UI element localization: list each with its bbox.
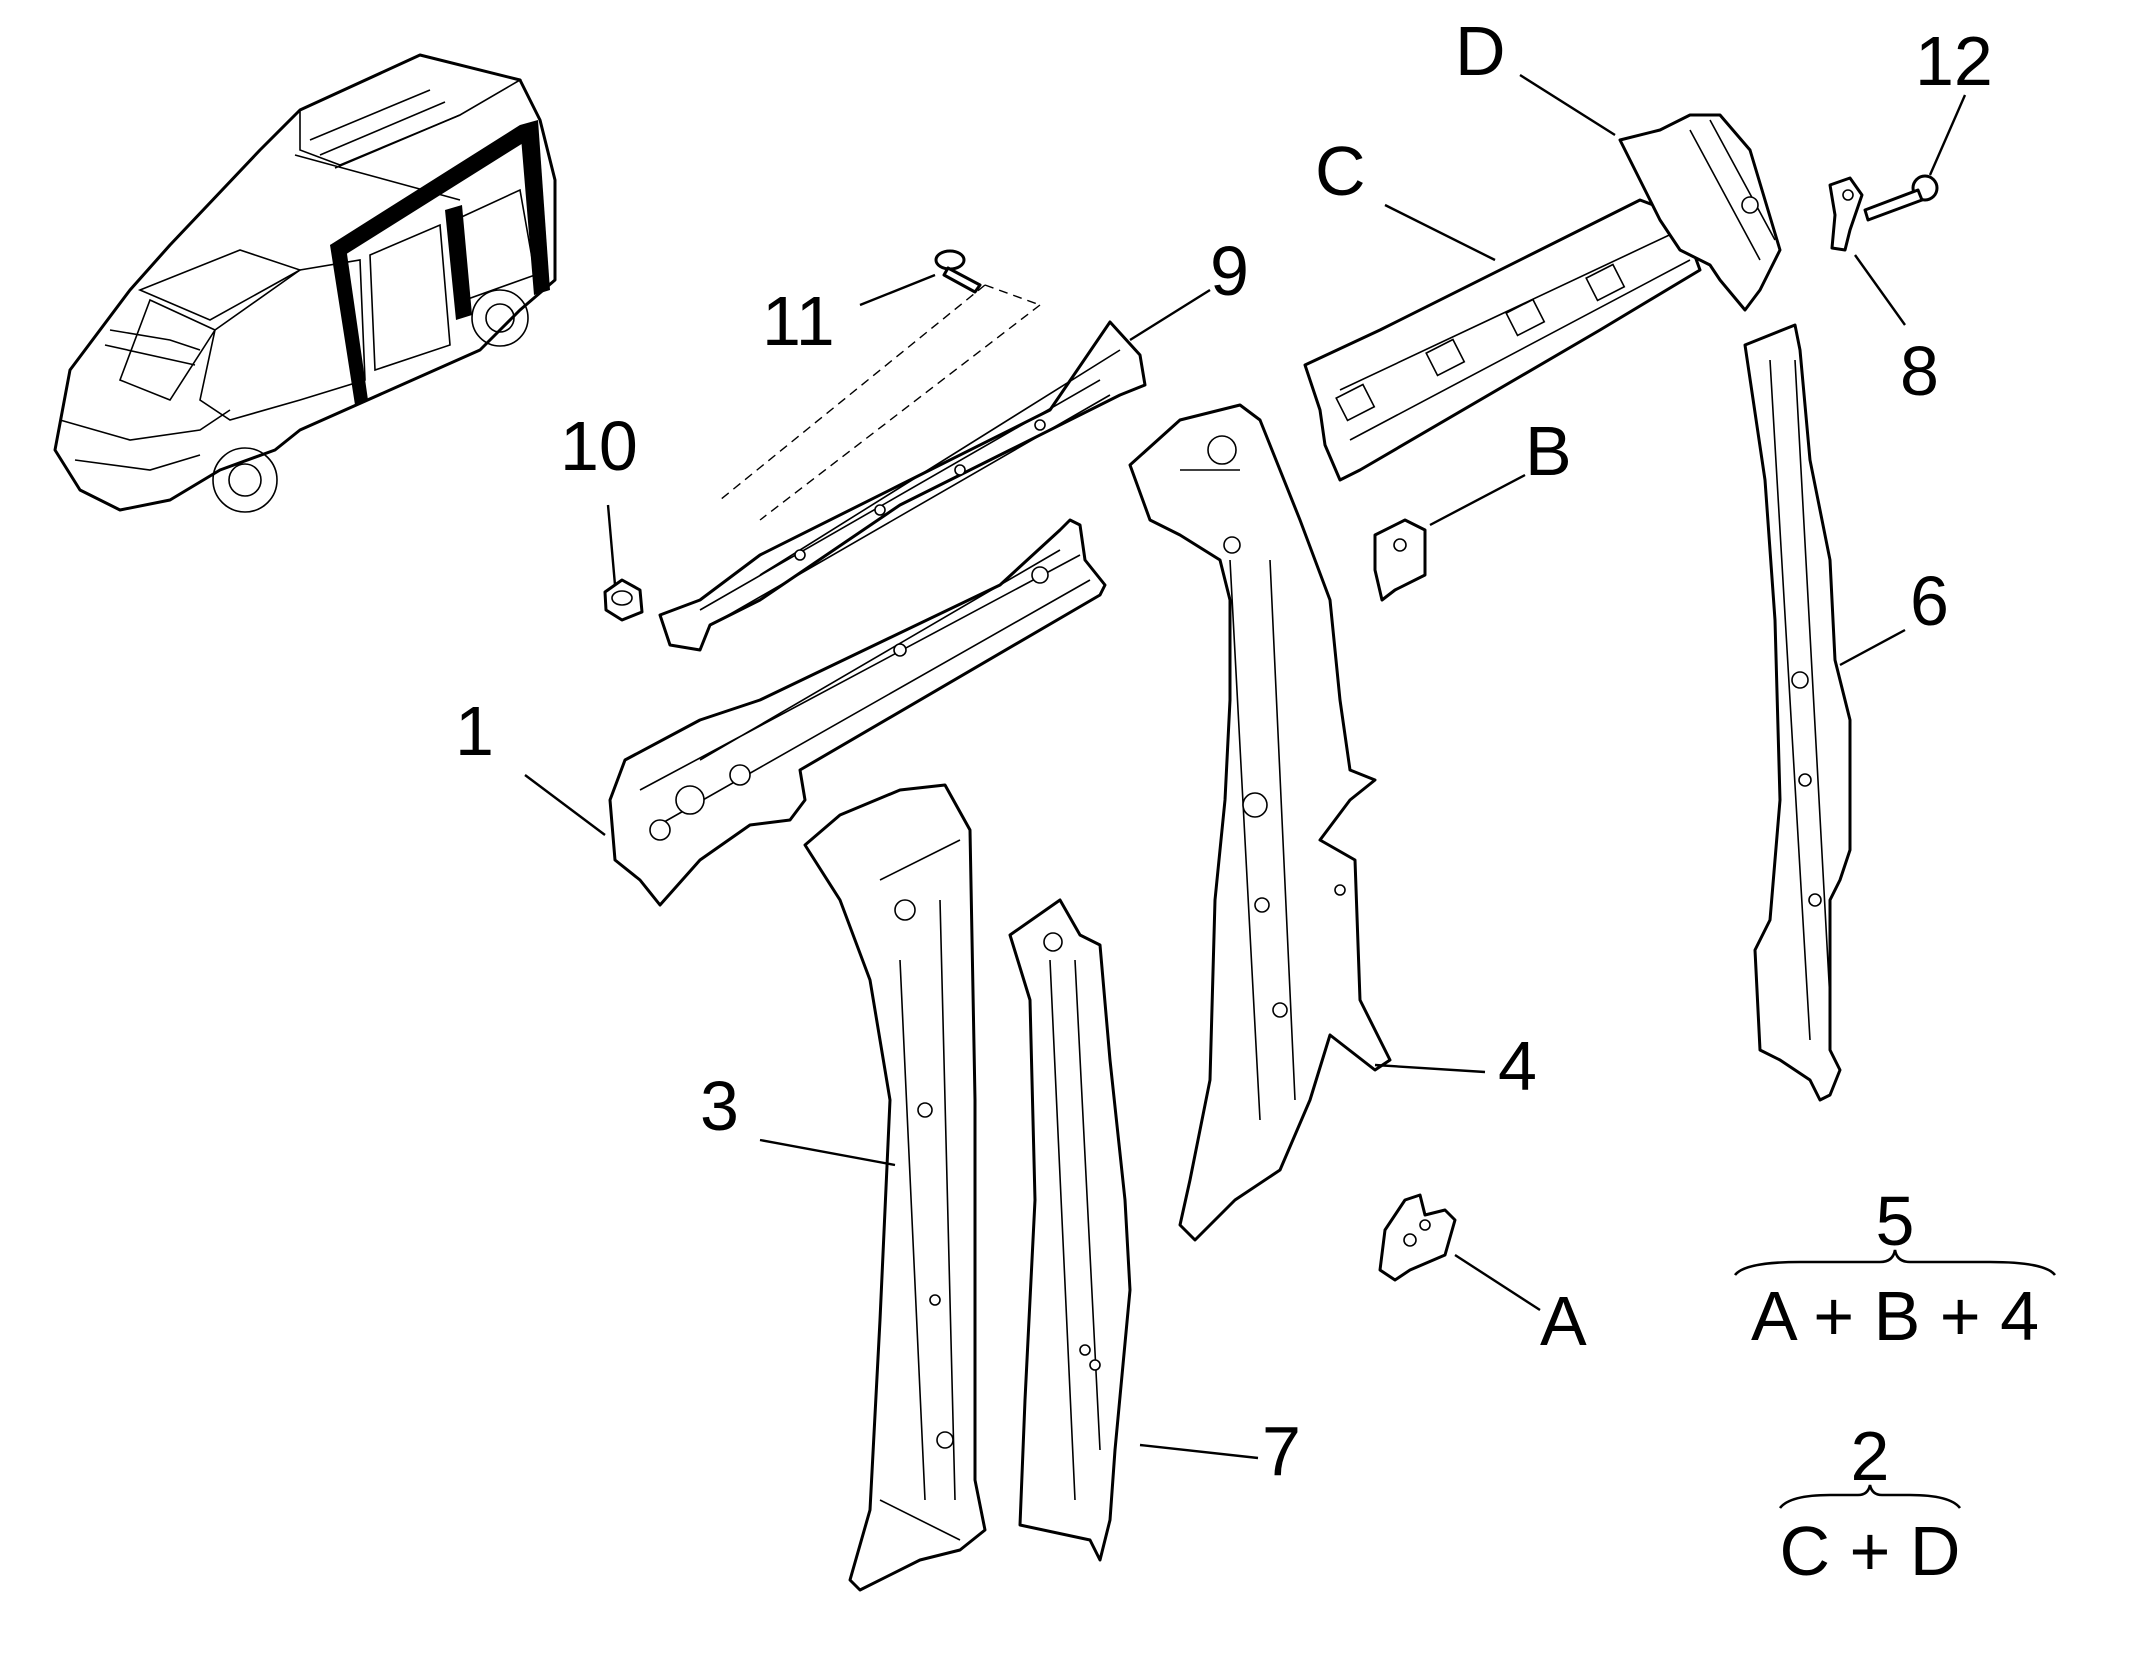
- label-6: 6: [1910, 562, 1949, 640]
- part-9-roof-rail: [658, 320, 1147, 652]
- label-9: 9: [1210, 232, 1249, 310]
- part-12-bolt: [1863, 174, 1939, 222]
- label-12: 12: [1915, 22, 1993, 100]
- label-11: 11: [762, 282, 835, 360]
- label-10: 10: [560, 407, 638, 485]
- label-8: 8: [1900, 332, 1939, 410]
- label-B: B: [1525, 412, 1572, 490]
- kit-5-number: 5: [1876, 1182, 1915, 1260]
- part-8-clip: [1828, 176, 1864, 252]
- label-D: D: [1455, 12, 1506, 90]
- label-1: 1: [455, 692, 494, 770]
- label-7: 7: [1262, 1412, 1301, 1490]
- part-B-bracket: [1373, 518, 1427, 602]
- part-6-rear-pillar: [1743, 323, 1852, 1102]
- label-C: C: [1315, 132, 1366, 210]
- part-7-pillar-lining: [1008, 898, 1132, 1562]
- label-A: A: [1540, 1282, 1587, 1360]
- part-10-clip: [603, 578, 644, 622]
- part-3-a-pillar: [803, 783, 987, 1592]
- kit-5-formula: A + B + 4: [1751, 1277, 2039, 1355]
- kit-legend-5: 5 A + B + 4: [1733, 1182, 2057, 1355]
- part-4-b-pillar: [1128, 403, 1392, 1242]
- part-D-bracket: [1618, 113, 1782, 312]
- part-11-screw: [719, 249, 1041, 521]
- kit-2-number: 2: [1851, 1417, 1890, 1495]
- kit-2-formula: C + D: [1780, 1512, 1961, 1590]
- part-C-panel: [1303, 198, 1702, 482]
- label-4: 4: [1498, 1027, 1537, 1105]
- label-3: 3: [700, 1067, 739, 1145]
- vehicle-overview: [53, 53, 557, 513]
- part-A-bracket: [1378, 1193, 1457, 1282]
- kit-legend-2: 2 C + D: [1778, 1417, 1962, 1590]
- leader-lines: [524, 73, 1967, 1460]
- part-1-side-rail: [608, 518, 1107, 907]
- callout-labels: 1 3 4 6 7 8 9 10 11 12 A B C D: [455, 12, 1993, 1490]
